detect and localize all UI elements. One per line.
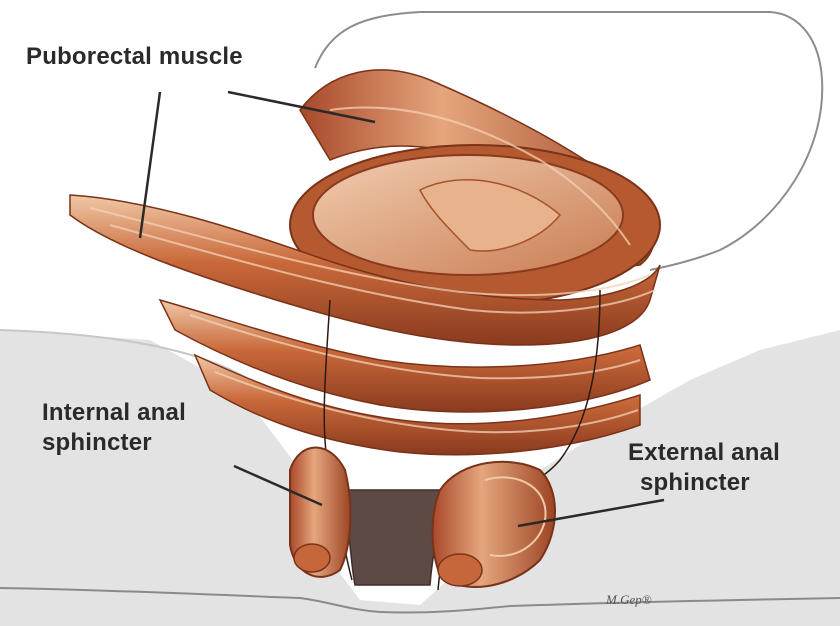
- artist-signature: M.Gep®: [606, 592, 652, 608]
- left-sphincter-cut: [294, 544, 330, 572]
- external-label-line1: External anal: [628, 438, 780, 468]
- internal-label-line1: Internal anal: [42, 398, 186, 428]
- right-sphincter-cut: [438, 554, 482, 586]
- external-anal-sphincter-label: External anal sphincter: [628, 438, 780, 498]
- puborectal-muscle-label: Puborectal muscle: [26, 42, 243, 72]
- external-label-line2: sphincter: [628, 468, 780, 498]
- internal-label-line2: sphincter: [42, 428, 186, 458]
- internal-anal-sphincter-label: Internal anal sphincter: [42, 398, 186, 458]
